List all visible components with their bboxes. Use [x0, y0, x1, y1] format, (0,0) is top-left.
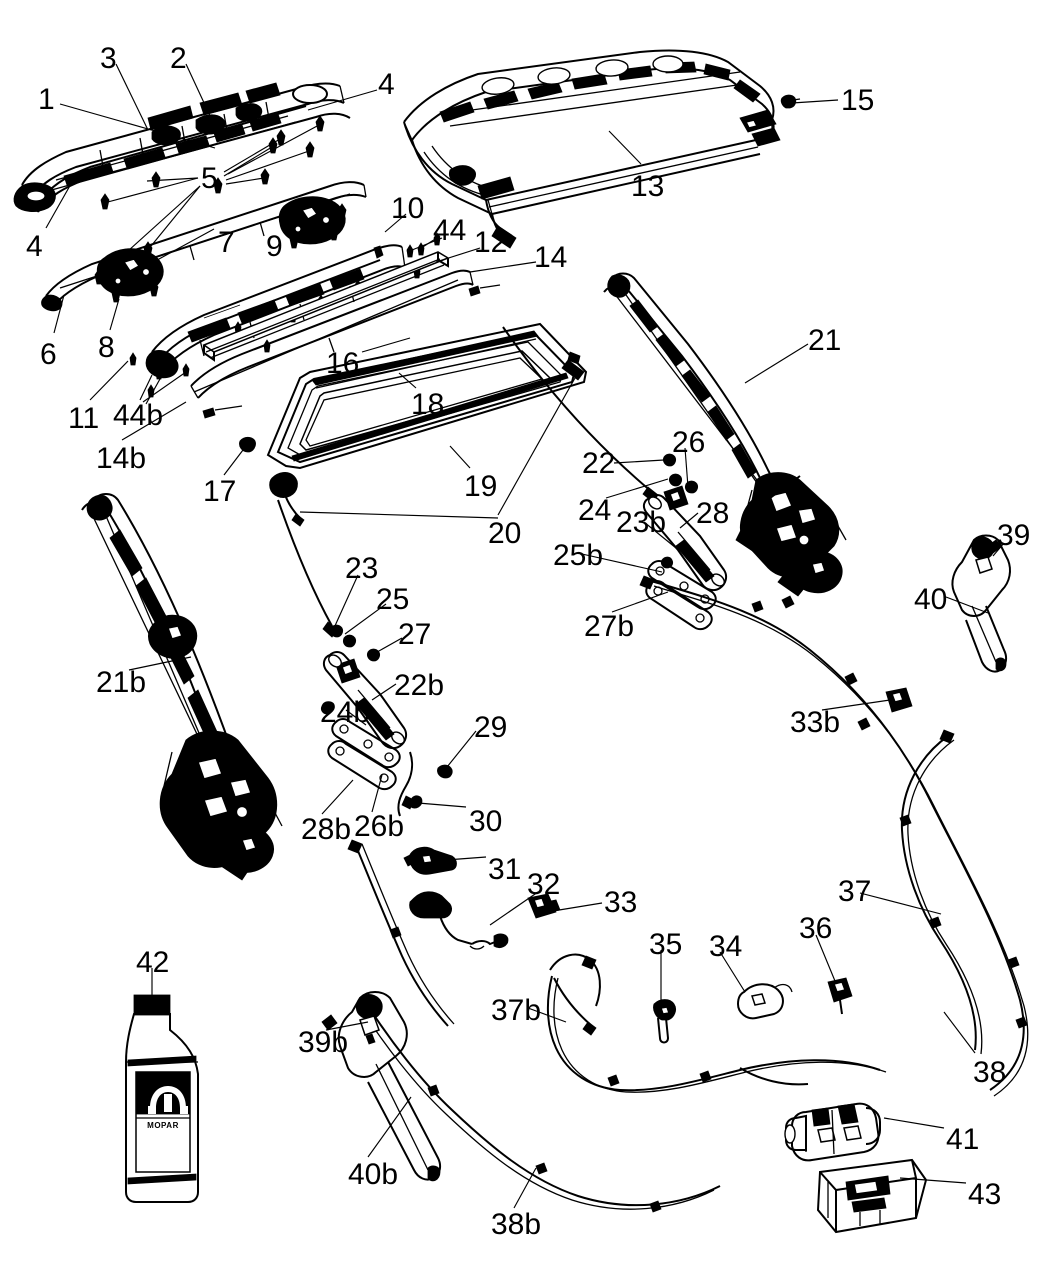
callout-22-left: 23	[345, 552, 379, 585]
callout-39-right: 39	[997, 519, 1031, 552]
linkage-group-right	[502, 326, 728, 631]
part-16-trim-strip	[190, 269, 474, 399]
callout-1: 1	[38, 83, 55, 116]
callout-36: 36	[799, 912, 833, 945]
callout-40-right: 40	[914, 583, 948, 616]
callout-32: 32	[527, 868, 561, 901]
callout-6: 6	[40, 338, 57, 371]
callout-13: 13	[631, 170, 665, 203]
part-17-grommet	[239, 436, 256, 453]
callout-2: 2	[170, 42, 187, 75]
callout-27-left: 26b	[354, 810, 405, 843]
callout-15: 15	[841, 84, 875, 117]
callout-24-left: 27	[398, 618, 432, 651]
callout-26-right: 23b	[616, 506, 667, 539]
callout-10: 10	[391, 192, 425, 225]
callout-28-right: 27b	[584, 610, 635, 643]
callout-38-left: 38b	[491, 1208, 542, 1241]
callout-27-right: 25b	[553, 539, 604, 572]
callout-21-right: 21	[808, 324, 842, 357]
callout-34: 34	[709, 930, 743, 963]
part-21-right-side-rail	[603, 272, 847, 597]
callout-17: 17	[203, 475, 237, 508]
callout-44-lower: 44b	[113, 399, 164, 432]
callout-21-left: 21b	[96, 666, 147, 699]
part-31-clip	[403, 846, 457, 875]
leader-lines	[45, 63, 1005, 1209]
linkage-group-left	[277, 499, 453, 817]
callout-25-left: 22b	[394, 669, 445, 702]
callout-8: 8	[98, 331, 115, 364]
part-12-bar	[202, 251, 450, 362]
callout-37-right: 37	[838, 875, 872, 908]
callout-19: 19	[464, 470, 498, 503]
callout-23-right: 24	[578, 494, 612, 527]
callout-7: 7	[218, 226, 235, 259]
part-41-pump-motor	[784, 1102, 881, 1162]
callout-29: 29	[474, 711, 508, 744]
part-21-left-side-rail	[81, 493, 283, 881]
callout-9: 9	[266, 230, 283, 263]
callout-3: 3	[100, 42, 117, 75]
part-window-assembly	[266, 322, 588, 527]
callout-37-left: 37b	[491, 994, 542, 1027]
part-40-left-strut	[321, 991, 442, 1182]
part-15-bolt	[780, 94, 801, 109]
callout-43: 43	[968, 1178, 1002, 1211]
part-36-connector	[827, 977, 853, 1015]
part-33-connectors	[527, 595, 913, 919]
callout-22-right: 22	[582, 447, 616, 480]
part-header-rail-assembly	[13, 82, 351, 213]
callout-40-left: 40b	[348, 1158, 399, 1191]
part-43-reservoir-cover	[816, 1158, 928, 1234]
callout-12: 12	[474, 226, 508, 259]
callout-11: 11	[68, 402, 100, 435]
callout-4-left: 4	[26, 230, 43, 263]
part-13-roof-frame	[403, 49, 781, 249]
part-14-screws	[202, 284, 501, 419]
callout-42: 42	[136, 946, 170, 979]
callout-28-left: 28b	[301, 813, 352, 846]
part-40-right-strut	[951, 534, 1011, 673]
callout-33-left: 33	[604, 886, 638, 919]
callout-5: 5	[201, 162, 218, 195]
part-42-fluid-bottle: MOPAR	[125, 994, 199, 1203]
callout-16: 16	[326, 347, 360, 380]
callout-38-right: 38	[973, 1056, 1007, 1089]
callout-44-upper: 44	[433, 214, 467, 247]
callout-23-left: 25	[376, 583, 410, 616]
callout-4-top: 4	[378, 68, 395, 101]
callout-25-right: 28	[696, 497, 730, 530]
callout-14: 14	[534, 241, 568, 274]
part-34-connector	[736, 983, 793, 1020]
part-35-grommet	[653, 999, 676, 1044]
callout-39-left: 39b	[298, 1026, 349, 1059]
callout-30: 30	[469, 805, 503, 838]
callout-35: 35	[649, 928, 683, 961]
svg-text:MOPAR: MOPAR	[147, 1121, 179, 1130]
callout-41: 41	[946, 1123, 980, 1156]
callout-20: 20	[488, 517, 522, 550]
part-cables-37-38	[347, 575, 1029, 1213]
callout-31: 31	[488, 853, 522, 886]
part-second-rail-assembly	[41, 181, 367, 312]
callout-14-lower: 14b	[96, 442, 147, 475]
callout-18: 18	[411, 388, 445, 421]
callout-26-left: 24b	[320, 696, 371, 729]
callout-24-right: 26	[672, 426, 706, 459]
part-32-wire-harness	[409, 891, 509, 950]
callout-33-right: 33b	[790, 706, 841, 739]
